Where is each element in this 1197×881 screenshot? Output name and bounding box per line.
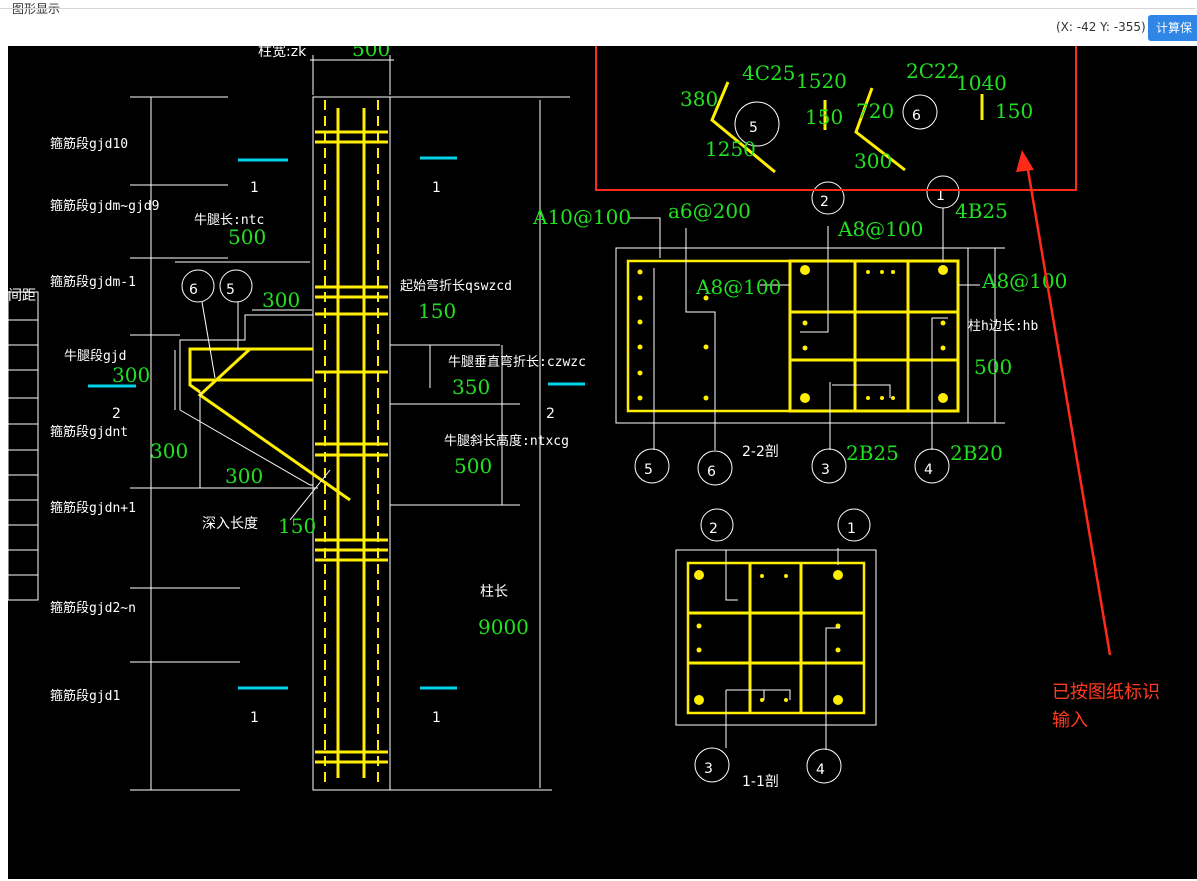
- bar5-num: 5: [749, 120, 758, 136]
- s11-num-3: 3: [704, 761, 713, 777]
- segment-gjdnt: 箍筋段gjdnt: [50, 424, 128, 440]
- annotation-arrow: [1024, 157, 1112, 656]
- segment-gjd1: 箍筋段gjd1: [50, 688, 120, 704]
- dim-300-mid: 300: [150, 439, 188, 463]
- bar6-left: 720: [856, 99, 894, 123]
- column-length-value: 9000: [478, 615, 529, 639]
- a8-label-1: A8@100: [837, 217, 923, 241]
- bar6-spec: 2C22: [906, 59, 959, 83]
- segment-gjd10: 箍筋段gjd10: [50, 136, 128, 152]
- s11-num-4: 4: [816, 762, 825, 778]
- segment-gjdm-gjd9: 箍筋段gjdm~gjd9: [50, 198, 159, 214]
- embed-depth-value: 150: [278, 514, 316, 538]
- spacing-table: [8, 291, 39, 601]
- segment-gjd2n: 箍筋段gjd2~n: [50, 600, 136, 616]
- bar6-bottom: 300: [854, 149, 892, 173]
- drawing-canvas[interactable]: 间距 箍筋段gjd10 箍筋段gjdm~gjd9 箍筋段gjdm-1 牛腿段gj…: [8, 46, 1197, 879]
- section-2-label-b: 2: [546, 406, 555, 422]
- cad-drawing: 间距 箍筋段gjd10 箍筋段gjdm~gjd9 箍筋段gjdm-1 牛腿段gj…: [8, 46, 1160, 791]
- section-1-1-title: 1-1剖: [742, 774, 779, 790]
- bar5-bottom: 1250: [705, 137, 756, 161]
- segment-gjdm-1: 箍筋段gjdm-1: [50, 274, 136, 290]
- s11-num-2: 2: [709, 521, 718, 537]
- column-width-label: 柱宽:zk: [258, 46, 307, 60]
- hb-label: 柱h边长:hb: [968, 319, 1038, 334]
- s22-num-6: 6: [707, 464, 716, 480]
- bar-4-spec: 2B20: [950, 441, 1003, 465]
- a8-label-3: A8@100: [981, 269, 1067, 293]
- dim-300-left: 300: [112, 363, 150, 387]
- section-1-label-b: 1: [432, 180, 441, 196]
- section-1-label-d: 1: [432, 710, 441, 726]
- s22-num-5: 5: [644, 462, 653, 478]
- embed-depth-label: 深入长度: [202, 516, 258, 532]
- bar6-right: 1040: [956, 71, 1007, 95]
- bar5-hook: 150: [805, 105, 843, 129]
- bar5-spec: 4C25: [742, 61, 795, 85]
- highlight-box: [595, 46, 1077, 191]
- bar5-left: 380: [680, 87, 718, 111]
- slope-height-value: 500: [454, 454, 492, 478]
- slope-height-label: 牛腿斜长高度:ntxcg: [444, 433, 569, 449]
- dim-300-bottom: 300: [225, 464, 263, 488]
- hb-value: 500: [974, 355, 1012, 379]
- section-2-2-title: 2-2剖: [742, 444, 779, 460]
- corbel-length-value: 500: [228, 225, 266, 249]
- section-1-label-c: 1: [250, 710, 259, 726]
- bar-6-label: 6: [189, 282, 198, 298]
- start-bend-value: 150: [418, 299, 456, 323]
- a6-label: a6@200: [668, 199, 751, 223]
- bar-5-label: 5: [226, 282, 235, 298]
- start-bend-label: 起始弯折长qswzcd: [400, 278, 512, 294]
- bar6-hook: 150: [995, 99, 1033, 123]
- s11-num-1: 1: [847, 521, 856, 537]
- spacing-label: 间距: [8, 288, 36, 304]
- panel-title: 图形显示: [12, 2, 61, 16]
- coordinate-readout: (X: -42 Y: -355): [1056, 20, 1146, 34]
- annotation-line-2: 输入: [1052, 710, 1088, 731]
- s22-num-1: 1: [936, 188, 945, 204]
- dim-300-top: 300: [262, 288, 300, 312]
- bar5-right: 1520: [796, 69, 847, 93]
- bar-3-spec: 2B25: [846, 441, 899, 465]
- segment-gjdn1: 箍筋段gjdn+1: [50, 500, 136, 516]
- s22-num-4: 4: [924, 462, 933, 478]
- bar6-num: 6: [912, 108, 921, 124]
- column-length-label: 柱长: [480, 584, 508, 600]
- vertical-bend-label: 牛腿垂直弯折长:czwzc: [448, 354, 586, 370]
- section-1-label-a: 1: [250, 180, 259, 196]
- panel-border: [0, 8, 1196, 881]
- corbel-length-label: 牛腿长:ntc: [194, 213, 264, 228]
- a8-label-2: A8@100: [695, 275, 781, 299]
- column-width-value: 500: [352, 46, 390, 61]
- s22-num-3: 3: [821, 462, 830, 478]
- s22-num-2: 2: [820, 194, 829, 210]
- a10-label: A10@100: [532, 205, 631, 229]
- calculate-save-button[interactable]: 计算保: [1148, 15, 1197, 41]
- segment-corbel: 牛腿段gjd: [64, 349, 126, 364]
- section-2-label-a: 2: [112, 406, 121, 422]
- annotation-line-1: 已按图纸标识: [1052, 682, 1160, 703]
- bar-1-spec: 4B25: [955, 199, 1008, 223]
- vertical-bend-value: 350: [452, 375, 490, 399]
